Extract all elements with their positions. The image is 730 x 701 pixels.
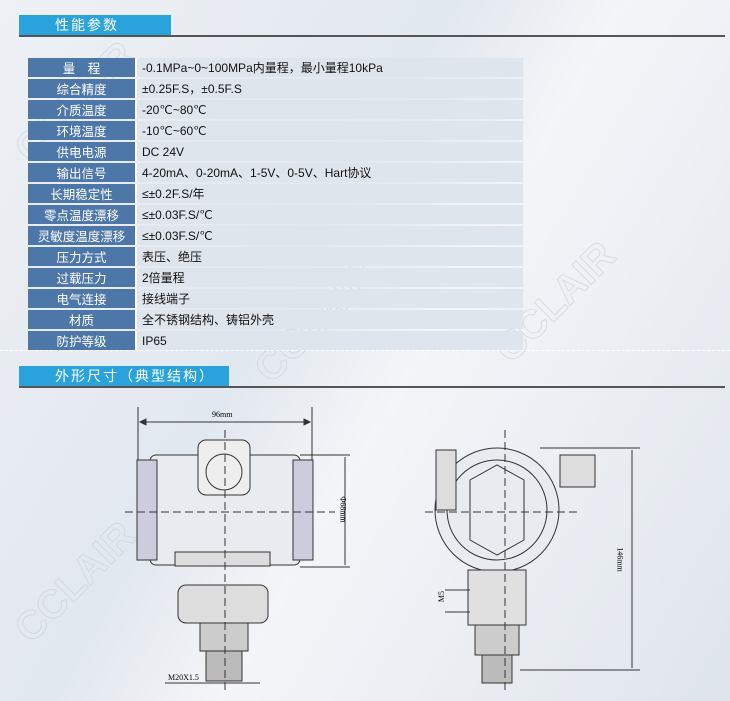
spec-label: 介质温度 — [28, 100, 135, 119]
spec-value: ≤±0.03F.S/℃ — [135, 226, 523, 245]
spec-label: 零点温度漂移 — [28, 205, 135, 224]
dashed-divider — [0, 350, 730, 351]
spec-value: ±0.25F.S，±0.5F.S — [135, 79, 523, 98]
spec-label: 灵敏度温度漂移 — [28, 226, 135, 245]
spec-value: 表压、绝压 — [135, 247, 523, 266]
screw-dimension-label: M5 — [437, 590, 447, 603]
spec-value: -0.1MPa~0~100MPa内量程，最小量程10kPa — [135, 58, 523, 77]
spec-value: ≤±0.2F.S/年 — [135, 184, 523, 203]
spec-label: 综合精度 — [28, 79, 135, 98]
divider — [19, 386, 725, 388]
spec-value: DC 24V — [135, 142, 523, 161]
spec-label: 电气连接 — [28, 289, 135, 308]
spec-row: 电气连接接线端子 — [28, 289, 523, 308]
spec-value: -20℃~80℃ — [135, 100, 523, 119]
spec-row: 量 程-0.1MPa~0~100MPa内量程，最小量程10kPa — [28, 58, 523, 77]
spec-value: IP65 — [135, 331, 523, 350]
spec-row: 压力方式表压、绝压 — [28, 247, 523, 266]
spec-value: 接线端子 — [135, 289, 523, 308]
section-title-performance: 性能参数 — [19, 15, 171, 35]
spec-value: 全不锈钢结构、铸铝外壳 — [135, 310, 523, 329]
height-dimension-label: 146mm — [615, 547, 625, 572]
spec-row: 零点温度漂移≤±0.03F.S/℃ — [28, 205, 523, 224]
spec-value: -10℃~60℃ — [135, 121, 523, 140]
spec-label: 输出信号 — [28, 163, 135, 182]
spec-value: 4-20mA、0-20mA、1-5V、0-5V、Hart协议 — [135, 163, 523, 182]
spec-label: 环境温度 — [28, 121, 135, 140]
spec-row: 介质温度-20℃~80℃ — [28, 100, 523, 119]
spec-label: 材质 — [28, 310, 135, 329]
front-view-drawing — [125, 407, 350, 690]
section-title-dimensions: 外形尺寸（典型结构） — [19, 366, 229, 386]
spec-label: 长期稳定性 — [28, 184, 135, 203]
spec-row: 综合精度±0.25F.S，±0.5F.S — [28, 79, 523, 98]
spec-label: 量 程 — [28, 58, 135, 77]
width-dimension-label: 96mm — [212, 410, 233, 419]
thread-dimension-label: M20X1.5 — [168, 673, 199, 682]
divider — [19, 35, 725, 37]
spec-value: ≤±0.03F.S/℃ — [135, 205, 523, 224]
spec-row: 灵敏度温度漂移≤±0.03F.S/℃ — [28, 226, 523, 245]
spec-label: 过载压力 — [28, 268, 135, 287]
spec-label: 供电电源 — [28, 142, 135, 161]
spec-label: 压力方式 — [28, 247, 135, 266]
spec-row: 环境温度-10℃~60℃ — [28, 121, 523, 140]
side-view-drawing — [425, 430, 640, 690]
spec-row: 材质全不锈钢结构、铸铝外壳 — [28, 310, 523, 329]
spec-value: 2倍量程 — [135, 268, 523, 287]
diameter-dimension-label: Φ68mm — [338, 496, 348, 523]
spec-row: 长期稳定性≤±0.2F.S/年 — [28, 184, 523, 203]
spec-label: 防护等级 — [28, 331, 135, 350]
